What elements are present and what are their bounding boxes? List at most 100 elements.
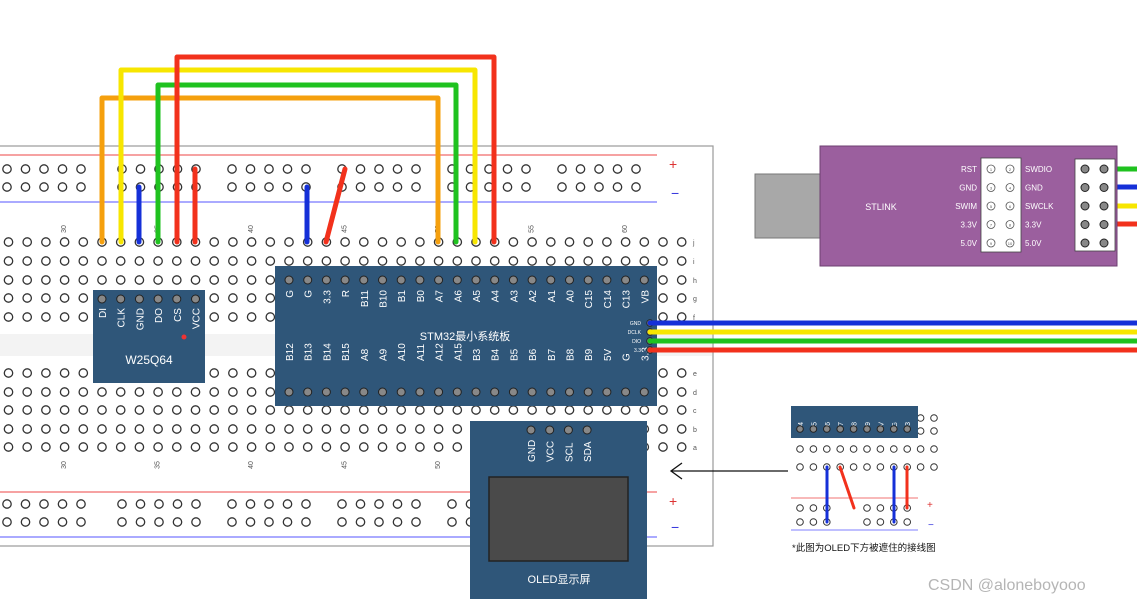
hole: [265, 442, 276, 452]
w25q64-pin-label: DI: [98, 308, 109, 318]
stm32-bottom-pin: [527, 387, 537, 397]
hole: [639, 405, 650, 415]
hole: [153, 275, 163, 285]
stm32-bottom-pin-label: B8: [566, 348, 577, 361]
hole: [115, 442, 126, 452]
stm32-top-pin: [396, 275, 406, 285]
hole: [340, 405, 350, 415]
stm32-bottom-pin-label: B6: [528, 348, 539, 361]
stlink-right-label: 5.0V: [1025, 239, 1042, 248]
hole: [171, 442, 182, 452]
inset-caption: *此图为OLED下方被遮住的接线图: [792, 542, 936, 554]
stlink-left-label: 5.0V: [961, 239, 978, 248]
inset-pin: [809, 425, 818, 433]
hole: [3, 424, 14, 434]
stlink-label: STLINK: [865, 202, 897, 212]
stm32-top-pin: [378, 275, 387, 285]
stm32-bottom-pin-label: G: [622, 353, 633, 361]
hole: [321, 256, 332, 266]
inset-pin: [863, 425, 871, 433]
hole: [171, 424, 182, 434]
hole: [452, 405, 463, 415]
hole: [355, 182, 366, 192]
hole: [153, 405, 163, 415]
hole: [3, 387, 14, 397]
hole: [39, 164, 49, 174]
hole: [471, 405, 481, 415]
hole: [527, 237, 537, 247]
hole: [245, 182, 256, 192]
hole: [59, 387, 70, 397]
stm32-bottom-pin: [321, 387, 331, 397]
hole: [284, 442, 294, 452]
inset-wires: [825, 465, 909, 524]
hole: [489, 256, 500, 266]
w25q64-pin-label: DO: [154, 308, 165, 323]
hole: [3, 312, 14, 322]
inset-hole: [916, 445, 925, 453]
column-number-top: 40: [248, 225, 255, 233]
w25q64-pin-label: CLK: [117, 308, 128, 328]
hole: [20, 499, 31, 509]
hole: [583, 405, 594, 415]
hole: [134, 275, 145, 285]
w25q64-label: W25Q64: [125, 353, 173, 367]
inset-hole: [916, 463, 925, 471]
hole: [392, 164, 403, 174]
inset-hole: [809, 445, 818, 453]
stm32-top-pin: [639, 275, 649, 285]
hole: [301, 517, 311, 527]
hole: [676, 424, 687, 434]
hole: [115, 387, 126, 397]
stm32-top-pin-label: A4: [491, 290, 502, 303]
hole: [2, 182, 12, 192]
wire-yellow-clk-a5: [118, 67, 478, 245]
stm32-top-pin: [546, 275, 556, 285]
inset-pin: [836, 425, 845, 433]
row-letter: g: [693, 296, 697, 303]
stm32-top-pin: [621, 275, 631, 285]
hole: [41, 405, 51, 415]
oled-screen: [488, 476, 629, 562]
hole: [639, 256, 650, 266]
stm32-bottom-pin: [583, 387, 593, 397]
hole: [676, 256, 687, 266]
hole: [76, 164, 86, 174]
stm32-top-pin: [340, 275, 350, 285]
hole: [355, 517, 366, 527]
hole: [22, 368, 33, 378]
hole: [301, 164, 311, 174]
w25q64-pin-hole: [153, 294, 163, 304]
hole: [228, 387, 238, 397]
stm32-bottom-pin: [471, 387, 481, 397]
hole: [246, 275, 257, 285]
hole: [676, 275, 687, 285]
hole: [41, 312, 51, 322]
hole: [355, 164, 366, 174]
hole: [246, 368, 257, 378]
stm32-bottom-pin: [452, 387, 462, 397]
hole: [134, 256, 145, 266]
stm32-bottom-pin: [602, 387, 612, 397]
hole: [676, 387, 687, 397]
stm32-bottom-pin-label: B3: [472, 348, 483, 361]
column-number-bottom: 50: [435, 461, 442, 469]
stlink-pin: [1005, 220, 1015, 229]
hole: [658, 368, 668, 378]
inset-hole: [849, 445, 858, 453]
hole: [415, 442, 425, 452]
stlink-output-pin: [1080, 238, 1090, 248]
hole: [3, 368, 14, 378]
stm32-bottom-pin: [434, 387, 444, 397]
hole: [471, 256, 481, 266]
row-letter: e: [693, 371, 697, 378]
stm32-top-pin: [565, 275, 574, 285]
hole: [78, 312, 89, 322]
hole: [190, 387, 201, 397]
hole: [575, 164, 586, 174]
hole: [39, 499, 49, 509]
